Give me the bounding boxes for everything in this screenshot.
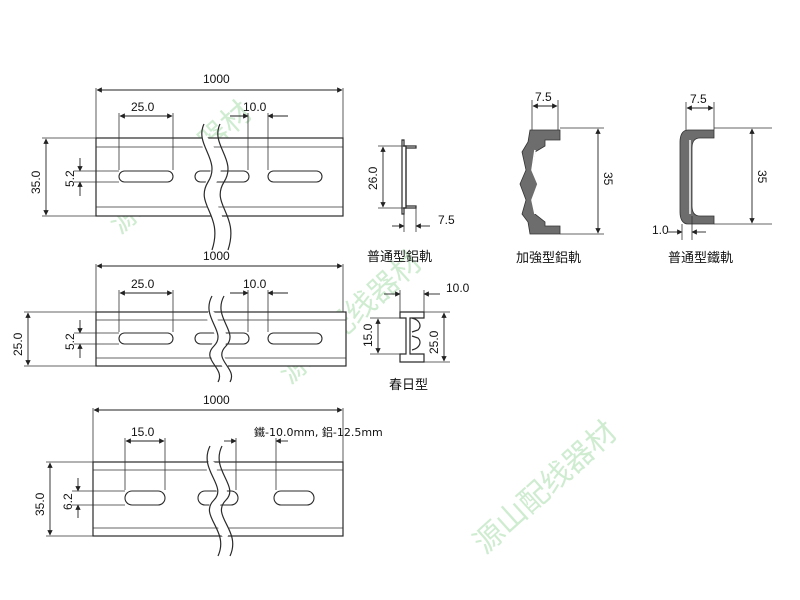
rail3-slot — [124, 490, 166, 506]
profile-al-lip-label: 7.5 — [438, 213, 455, 227]
rail3-pitch-label: 15.0 — [131, 425, 155, 439]
rail-3-front-view: 1000 15.0 鐵-10.0mm, 鋁-12.5mm 35.0 6.2 — [33, 393, 383, 557]
profile-fe-thickness-label: 1.0 — [652, 223, 669, 237]
rail1-length-label: 1000 — [203, 72, 230, 86]
rail-2-front-view: 1000 25.0 10.0 25.0 5.2 — [11, 249, 347, 383]
rail1-hole-label: 5.2 — [63, 170, 77, 187]
rail1-slot-label: 10.0 — [243, 100, 267, 114]
rail2-slot-label: 10.0 — [243, 277, 267, 291]
rail2-pitch-label: 25.0 — [131, 277, 155, 291]
profile-al-name: 普通型鋁軌 — [367, 249, 432, 265]
rail3-height-label: 35.0 — [33, 492, 47, 516]
profile-fe-lip-label: 7.5 — [690, 92, 707, 106]
profile-standard-aluminium: 26.0 7.5 普通型鋁軌 — [366, 139, 455, 265]
rail1-slot — [267, 170, 323, 183]
profile-spring-width-label: 10.0 — [446, 281, 470, 295]
profile-spring-height-left: 15.0 — [361, 323, 375, 347]
profile-al-height-label: 26.0 — [366, 166, 380, 190]
profile-reinf-name: 加強型鋁軌 — [516, 250, 581, 266]
rail2-length-label: 1000 — [203, 249, 230, 263]
profile-fe-name: 普通型鐵軌 — [668, 250, 733, 266]
profile-spring-height-right: 25.0 — [427, 330, 441, 354]
rail3-slot — [273, 490, 315, 506]
rail2-slot — [118, 332, 174, 345]
profile-spring-name: 春日型 — [389, 378, 428, 393]
profile-fe-height-label: 35 — [755, 170, 769, 184]
rail1-slot — [194, 170, 250, 183]
profile-reinforced-aluminium: 7.5 35 加強型鋁軌 — [516, 90, 615, 266]
rail2-height-label: 25.0 — [11, 332, 25, 356]
rail1-slot — [118, 170, 174, 183]
rail3-slot-note: 鐵-10.0mm, 鋁-12.5mm — [254, 425, 383, 439]
watermark-3: 源山配线器材 — [467, 414, 624, 560]
rail3-length-label: 1000 — [203, 393, 230, 407]
rail1-pitch-label: 25.0 — [131, 100, 155, 114]
profile-spring-type: 10.0 15.0 25.0 春日型 — [361, 281, 470, 393]
rail2-slot — [267, 332, 323, 345]
profile-standard-steel: 7.5 35 1.0 普通型鐵軌 — [652, 92, 772, 266]
profile-reinf-lip-label: 7.5 — [535, 90, 552, 104]
rail2-hole-label: 5.2 — [63, 333, 77, 350]
profile-reinf-height-label: 35 — [601, 172, 615, 186]
rail-1-front-view: 1000 25.0 10.0 35.0 5.2 — [29, 72, 344, 252]
rail1-height-label: 35.0 — [29, 170, 43, 194]
rail3-hole-label: 6.2 — [61, 493, 75, 510]
